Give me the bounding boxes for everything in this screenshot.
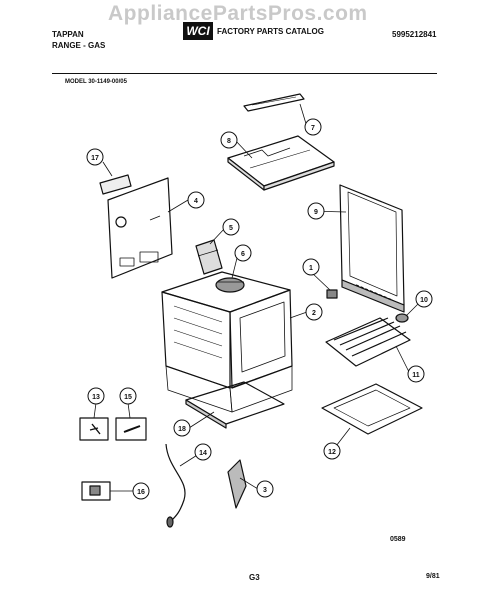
wci-logo: WCI	[183, 22, 213, 40]
callout-14: 14	[199, 450, 207, 457]
part-1-fitting	[326, 289, 338, 299]
part-14-capillary	[165, 443, 186, 528]
callout-9: 9	[314, 209, 318, 216]
callout-18: 18	[178, 426, 186, 433]
part-18-bottom-panel	[185, 381, 285, 429]
footer-code: 0589	[390, 536, 406, 543]
callout-17: 17	[91, 155, 99, 162]
oven-body	[161, 271, 293, 413]
callout-4: 4	[194, 198, 198, 205]
callout-7: 7	[311, 125, 315, 132]
part-11-oven-rack	[325, 317, 411, 367]
part-4-back-panel	[107, 177, 173, 279]
callout-13: 13	[92, 394, 100, 401]
callout-16: 16	[137, 489, 145, 496]
brand-label: TAPPAN	[52, 30, 84, 39]
part-number: 5995212841	[392, 30, 437, 39]
callout-12: 12	[328, 449, 336, 456]
callout-2: 2	[312, 310, 316, 317]
part-5-flue	[195, 239, 223, 275]
header-rule	[52, 73, 437, 74]
footer-date: 9/81	[426, 573, 440, 580]
callout-circles	[86, 118, 433, 500]
part-17-label	[99, 174, 132, 195]
product-label: RANGE - GAS	[52, 41, 106, 50]
callout-8: 8	[227, 138, 231, 145]
page-number: G3	[249, 573, 260, 582]
part-3-bracket	[227, 459, 247, 509]
callout-3: 3	[263, 487, 267, 494]
model-number: MODEL 30-1149-00/05	[65, 79, 127, 85]
callout-6: 6	[241, 251, 245, 258]
part-13-box	[79, 417, 109, 441]
part-8-cooktop-panel	[227, 135, 335, 191]
callout-1: 1	[309, 265, 313, 272]
callout-labels: 17 8 7 4 5 6 9 1 2 10 11 13 15 18 12 14 …	[91, 125, 428, 496]
catalog-title: FACTORY PARTS CATALOG	[217, 27, 324, 36]
callout-15: 15	[124, 394, 132, 401]
part-10-fitting	[395, 313, 409, 323]
part-6-burner	[215, 277, 245, 293]
part-9-oven-door	[339, 184, 405, 313]
part-12-broiler-pan	[321, 383, 423, 435]
watermark: AppliancePartsPros.com	[108, 2, 368, 25]
part-15-box	[115, 417, 147, 441]
part-7-top-strip	[243, 93, 305, 112]
part-16-box	[81, 481, 111, 501]
callout-11: 11	[412, 372, 420, 379]
callout-10: 10	[420, 297, 428, 304]
callout-5: 5	[229, 225, 233, 232]
